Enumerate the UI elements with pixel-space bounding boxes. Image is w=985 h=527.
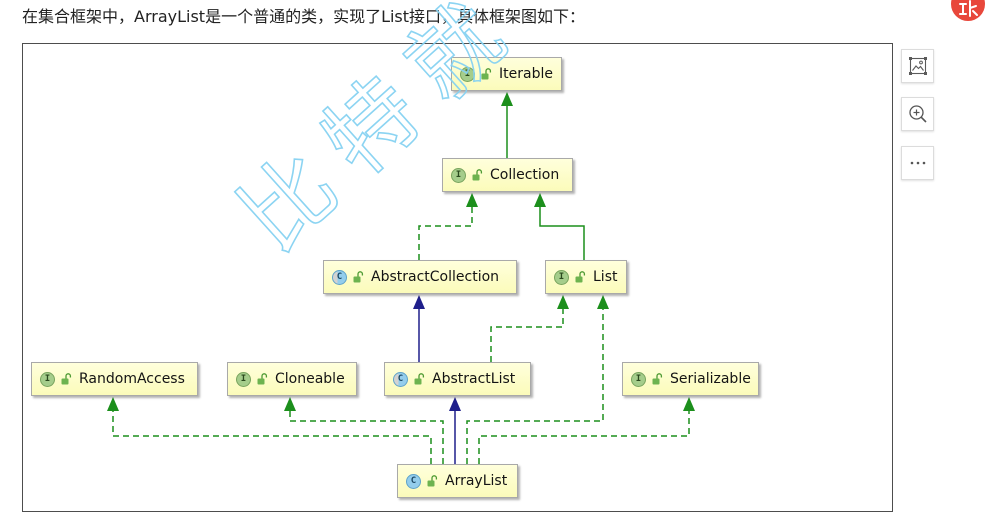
node-label: Cloneable [275,371,345,387]
more-icon [910,161,925,165]
interface-icon: I [40,371,55,387]
public-lock-icon [575,271,586,283]
floating-badge-button[interactable] [951,0,985,22]
public-lock-icon [257,373,268,385]
public-lock-icon [61,373,72,385]
node-abstractcollection: C AbstractCollection [323,260,517,294]
public-lock-icon [414,373,425,385]
public-lock-icon [652,373,663,385]
node-list: I List [545,260,627,294]
more-button[interactable] [901,146,934,180]
interface-icon: I [451,167,466,183]
public-lock-icon [427,475,438,487]
node-abstractlist: C AbstractList [384,362,531,396]
intro-text: 在集合框架中，ArrayList是一个普通的类，实现了List接口，具体框架图如… [22,7,586,26]
node-label: Serializable [670,371,751,387]
node-label: List [593,269,618,285]
node-label: RandomAccess [79,371,185,387]
node-label: AbstractList [432,371,516,387]
node-cloneable: I Cloneable [227,362,357,396]
node-label: AbstractCollection [371,269,500,285]
view-image-button[interactable] [901,49,934,83]
node-arraylist: C ArrayList [397,464,518,498]
public-lock-icon [481,68,492,80]
badge-circle [951,0,985,21]
interface-icon: I [554,269,569,285]
node-serializable: I Serializable [622,362,759,396]
node-randomaccess: I RandomAccess [31,362,198,396]
image-icon [908,57,927,75]
public-lock-icon [472,169,483,181]
node-label: Collection [490,167,560,183]
node-label: Iterable [499,66,553,82]
zoom-in-icon [908,105,927,123]
abstract-class-icon: C [332,269,347,285]
interface-icon: I [236,371,251,387]
node-label: ArrayList [445,473,508,489]
public-lock-icon [353,271,364,283]
node-iterable: I Iterable [451,57,562,91]
node-collection: I Collection [442,158,573,192]
abstract-class-icon: C [393,371,408,387]
class-icon: C [406,473,421,489]
interface-icon: I [631,371,646,387]
red-badge-icon [951,0,985,21]
zoom-in-button[interactable] [901,97,934,131]
interface-icon: I [460,66,475,82]
